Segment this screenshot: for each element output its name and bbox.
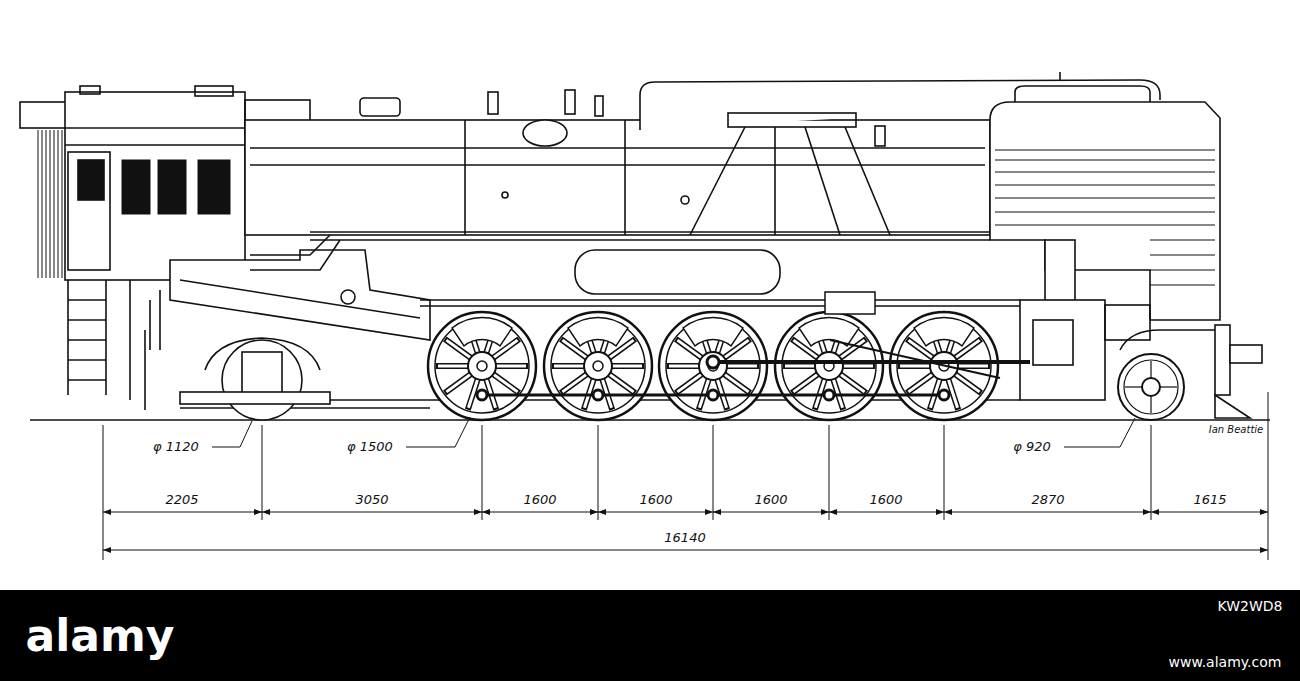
watermark-url: www.alamy.com bbox=[1167, 655, 1284, 670]
dimension-value: 2870 bbox=[1029, 493, 1066, 507]
watermark-id: KW2WD8 bbox=[1216, 599, 1285, 614]
dimension-value: 1600 bbox=[521, 493, 558, 507]
wheel-diameter: φ 1120 bbox=[151, 440, 201, 454]
wheel-diameter: φ 920 bbox=[1011, 440, 1053, 454]
dimension-value: 1600 bbox=[637, 493, 674, 507]
watermark-logo: alamy bbox=[24, 612, 177, 660]
author-credit: Ian Beattie bbox=[1207, 424, 1266, 435]
dimension-value: 2205 bbox=[163, 493, 200, 507]
dimension-value: 1615 bbox=[1191, 493, 1228, 507]
dimension-value: 1600 bbox=[867, 493, 904, 507]
dimension-value: 1600 bbox=[752, 493, 789, 507]
dimension-value: 3050 bbox=[353, 493, 390, 507]
wheel-diameter: φ 1500 bbox=[345, 440, 395, 454]
dimension-value: 16140 bbox=[662, 531, 707, 545]
